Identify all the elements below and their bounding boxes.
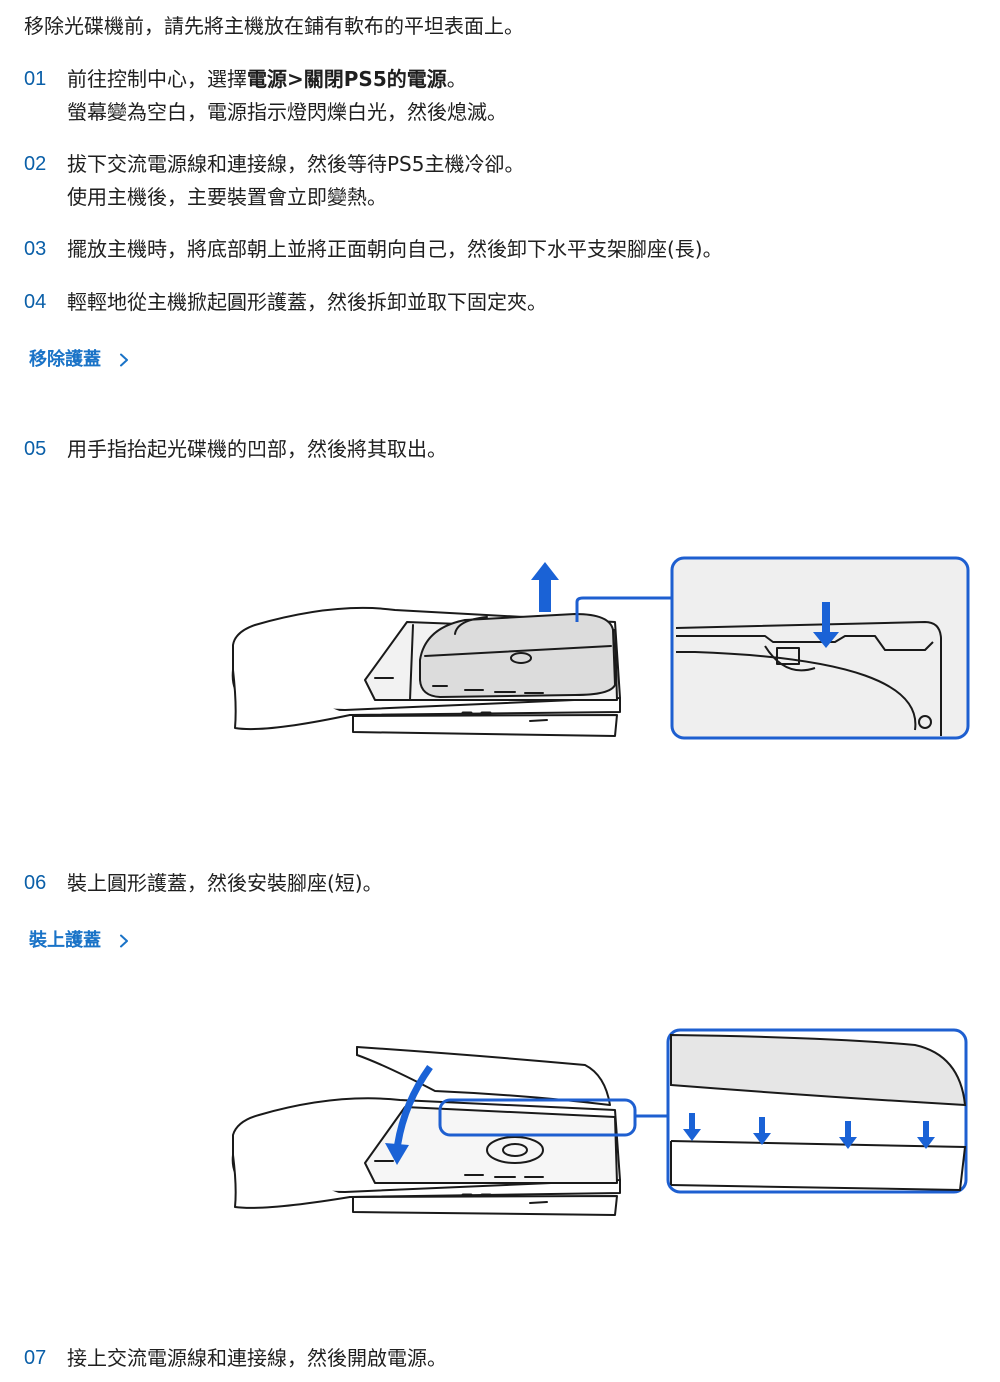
step-number: 04 [24,291,47,313]
step-number: 03 [24,238,47,260]
remove-cover-link-label: 移除護蓋 [29,349,101,370]
step-06-line1: 裝上圓形護蓋，然後安裝腳座(短)。 [67,871,383,895]
step-number: 05 [24,438,47,460]
step-01-text: 前往控制中心，選擇 [67,67,247,91]
menu-path-power: 電源 [247,67,287,91]
menu-path-separator: > [287,67,304,91]
step-02-line1: 拔下交流電源線和連接線，然後等待PS5主機冷卻。 [67,152,525,176]
chevron-right-icon [120,934,128,948]
step-01-line1: 前往控制中心，選擇電源>關閉PS5的電源。 [67,63,507,96]
step-02: 02 拔下交流電源線和連接線，然後等待PS5主機冷卻。 使用主機後，主要裝置會立… [24,148,524,214]
step-number: 01 [24,68,47,90]
step-number: 06 [24,872,47,894]
remove-cover-link[interactable]: 移除護蓋 [29,348,131,372]
attach-cover-illustration [231,1028,968,1216]
step-number: 07 [24,1347,47,1369]
chevron-right-icon [120,353,128,367]
step-06: 06 裝上圓形護蓋，然後安裝腳座(短)。 [24,867,383,900]
step-03: 03 擺放主機時，將底部朝上並將正面朝向自己，然後卸下水平支架腳座(長)。 [24,233,723,266]
intro-text: 移除光碟機前，請先將主機放在鋪有軟布的平坦表面上。 [24,14,524,38]
step-07: 07 接上交流電源線和連接線，然後開啟電源。 [24,1342,447,1375]
step-05: 05 用手指抬起光碟機的凹部，然後將其取出。 [24,433,447,466]
step-01-line2: 螢幕變為空白，電源指示燈閃爍白光，然後熄滅。 [67,100,507,124]
step-02-line2: 使用主機後，主要裝置會立即變熱。 [67,185,387,209]
step-03-line1: 擺放主機時，將底部朝上並將正面朝向自己，然後卸下水平支架腳座(長)。 [67,237,723,261]
menu-path-turn-off: 關閉PS5的電源 [303,67,447,91]
attach-cover-link-label: 裝上護蓋 [29,930,101,951]
attach-cover-link[interactable]: 裝上護蓋 [29,929,131,953]
step-number: 02 [24,153,47,175]
step-05-line1: 用手指抬起光碟機的凹部，然後將其取出。 [67,437,447,461]
remove-disc-drive-illustration [231,556,970,740]
step-01-period: 。 [446,67,467,91]
step-07-line1: 接上交流電源線和連接線，然後開啟電源。 [67,1346,447,1370]
step-04: 04 輕輕地從主機掀起圓形護蓋，然後拆卸並取下固定夾。 [24,286,547,319]
step-01: 01 前往控制中心，選擇電源>關閉PS5的電源。 螢幕變為空白，電源指示燈閃爍白… [24,63,507,129]
step-04-line1: 輕輕地從主機掀起圓形護蓋，然後拆卸並取下固定夾。 [67,290,547,314]
